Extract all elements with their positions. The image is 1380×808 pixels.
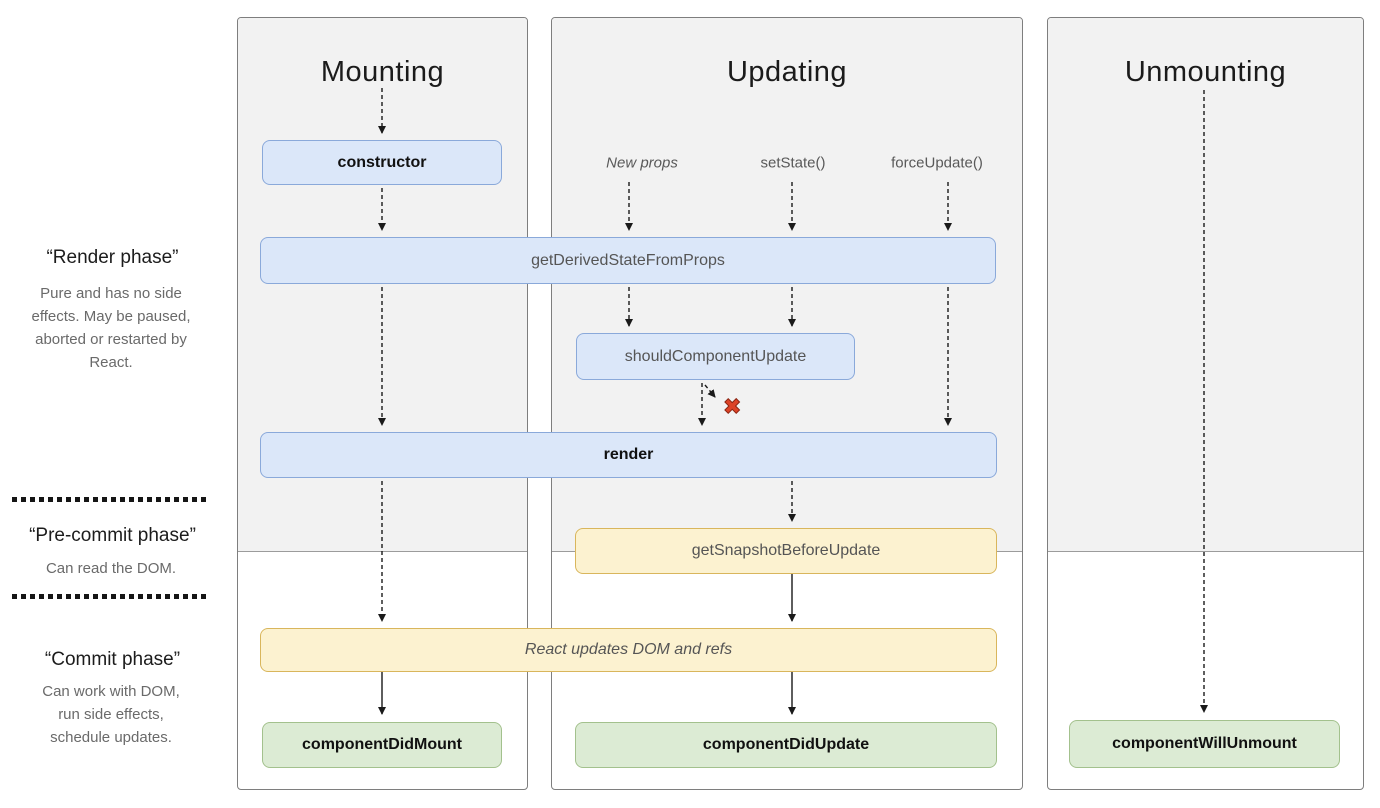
- mounting-title: Mounting: [320, 56, 445, 88]
- setstate-label: setState(): [760, 154, 826, 172]
- component-did-mount-box[interactable]: componentDidMount: [262, 722, 502, 768]
- updating-title: Updating: [726, 56, 848, 88]
- should-component-update-box[interactable]: shouldComponentUpdate: [576, 333, 855, 380]
- phase-divider-bottom: [12, 594, 210, 599]
- unmounting-title: Unmounting: [1124, 56, 1287, 88]
- pre-commit-phase-label: “Pre-commit phase”: [29, 525, 196, 546]
- commit-phase-label: “Commit phase”: [44, 649, 181, 670]
- render-box[interactable]: render: [260, 432, 997, 478]
- forceupdate-label: forceUpdate(): [891, 154, 983, 172]
- render-phase-label: “Render phase”: [46, 247, 179, 268]
- unmounting-panel: Unmounting: [1047, 17, 1364, 790]
- pre-commit-phase-description: Can read the DOM.: [45, 560, 177, 577]
- phase-divider-top: [12, 497, 210, 502]
- unmounting-render-phase-region: [1048, 18, 1363, 552]
- react-updates-dom-box: React updates DOM and refs: [260, 628, 997, 672]
- updating-panel: Updating: [551, 17, 1023, 790]
- new-props-label: New props: [606, 154, 678, 172]
- commit-phase-description: Can work with DOM, run side effects, sch…: [42, 683, 180, 746]
- skip-update-x-icon: ✖: [722, 394, 742, 419]
- component-will-unmount-box[interactable]: componentWillUnmount: [1069, 720, 1340, 768]
- constructor-box[interactable]: constructor: [262, 140, 502, 185]
- render-phase-description: Pure and has no side effects. May be pau…: [31, 285, 191, 371]
- get-derived-state-from-props-box[interactable]: getDerivedStateFromProps: [260, 237, 996, 284]
- component-did-update-box[interactable]: componentDidUpdate: [575, 722, 997, 768]
- get-snapshot-before-update-box[interactable]: getSnapshotBeforeUpdate: [575, 528, 997, 574]
- mounting-panel: Mounting: [237, 17, 528, 790]
